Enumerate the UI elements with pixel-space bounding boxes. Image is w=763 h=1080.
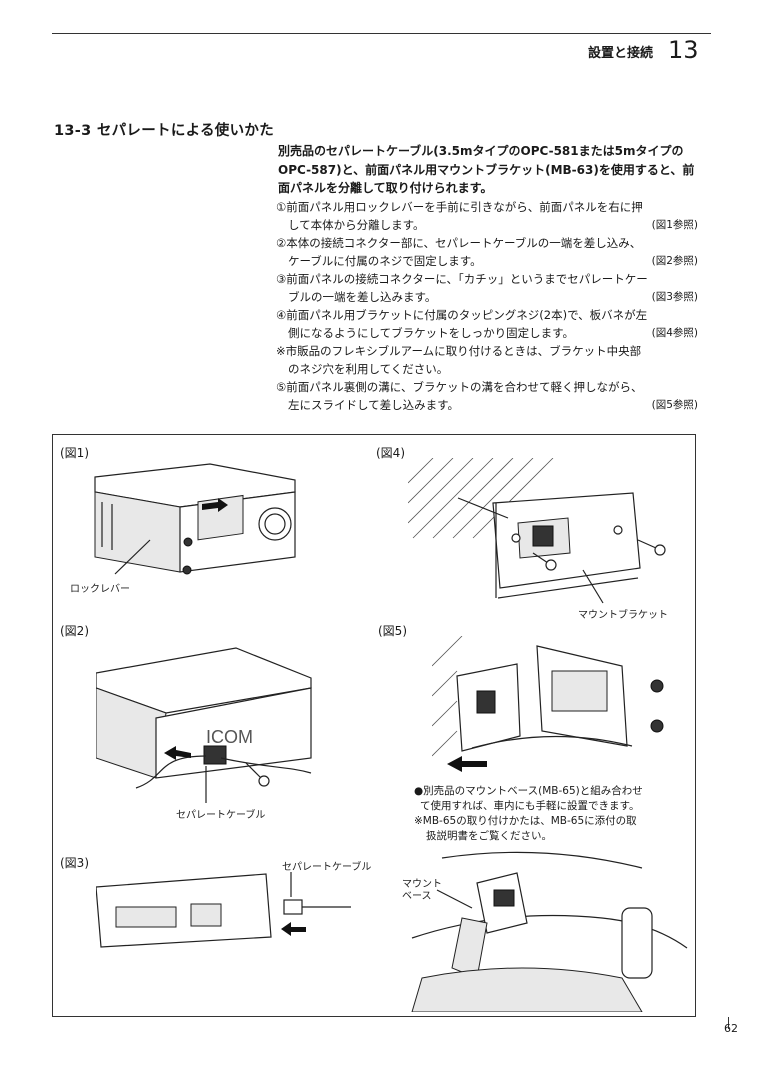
step-note: ※市販品のフレキシブルアームに取り付けるときは、ブラケット中央部 のネジ穴を利用…: [276, 342, 698, 378]
figure-1-illustration: [94, 463, 296, 575]
figure-2-illustration: ICOM: [96, 647, 312, 803]
step-line: のネジ穴を利用してください。: [288, 362, 449, 376]
step-line: ※市販品のフレキシブルアームに取り付けるときは、ブラケット中央部: [276, 344, 642, 358]
figure-2-label: (図2): [60, 624, 89, 638]
fig5-note-line: 扱説明書をご覧ください。: [426, 830, 552, 842]
figure-reference: (図5参照): [651, 399, 698, 411]
fig5-note-line: ●別売品のマウントベース(MB-65)と組み合わせ: [414, 785, 643, 797]
page-number: 62: [724, 1022, 738, 1035]
brand-logo: ICOM: [206, 727, 253, 747]
figure-4-illustration: [408, 458, 666, 604]
mount-base-illustration: [411, 851, 688, 1012]
header-chapter-number: 13: [668, 36, 699, 64]
page-number-rule: [728, 1017, 729, 1029]
step-item: ②本体の接続コネクター部に、セパレートケーブルの一端を差し込み、 ケーブルに付属…: [276, 234, 698, 270]
header-rule: [52, 33, 711, 34]
step-line: ケーブルに付属のネジで固定します。: [288, 254, 482, 268]
figure-reference: (図1参照): [651, 219, 698, 231]
figure-1-label: (図1): [60, 446, 89, 460]
step-line: ①前面パネル用ロックレバーを手前に引きながら、前面パネルを右に押: [276, 200, 643, 214]
step-list: ①前面パネル用ロックレバーを手前に引きながら、前面パネルを右に押 して本体から分…: [276, 198, 698, 414]
mount-base-callout-line1: マウント: [402, 879, 442, 890]
figure-reference: (図3参照): [651, 291, 698, 303]
header-section-name: 設置と接続: [588, 46, 654, 61]
step-line: して本体から分離します。: [288, 218, 425, 232]
step-line: ④前面パネル用ブラケットに付属のタッピングネジ(2本)で、板バネが左: [276, 308, 648, 322]
tapping-screw-icon: [532, 552, 557, 571]
step-line: 左にスライドして差し込みます。: [288, 398, 460, 412]
mount-bracket-callout: マウントブラケット: [578, 610, 668, 621]
step-line: ブルの一端を差し込みます。: [288, 290, 437, 304]
separate-cable-callout: セパレートケーブル: [176, 810, 266, 821]
fig5-note-line: て使用すれば、車内にも手軽に設置できます。: [420, 800, 640, 812]
step-item: ⑤前面パネル裏側の溝に、ブラケットの溝を合わせて軽く押しながら、 左にスライドし…: [276, 378, 698, 414]
step-line: ⑤前面パネル裏側の溝に、ブラケットの溝を合わせて軽く押しながら、: [276, 380, 643, 394]
tapping-screw-icon: [637, 539, 666, 556]
fig5-note-line: ※MB-65の取り付けかたは、MB-65に添付の取: [414, 815, 637, 827]
figure-4-label: (図4): [376, 446, 405, 460]
intro-paragraph: 別売品のセパレートケーブル(3.5mタイプのOPC-581または5mタイプのOP…: [278, 144, 695, 195]
screw-icon: [245, 762, 270, 787]
figure-5-label: (図5): [378, 624, 407, 638]
figure-3-label: (図3): [60, 856, 89, 870]
mount-base-callout-line2: ベース: [402, 891, 432, 902]
lock-lever-callout: ロックレバー: [70, 584, 130, 595]
figure-reference: (図4参照): [651, 327, 698, 339]
step-line: 側になるようにしてブラケットをしっかり固定します。: [288, 326, 575, 340]
step-line: ②本体の接続コネクター部に、セパレートケーブルの一端を差し込み、: [276, 236, 642, 250]
section-title: 13-3 セパレートによる使いかた: [54, 123, 274, 139]
step-line: ③前面パネルの接続コネクターに、「カチッ」というまでセパレートケー: [276, 272, 648, 286]
figure-box: [52, 434, 696, 1017]
step-item: ①前面パネル用ロックレバーを手前に引きながら、前面パネルを右に押 して本体から分…: [276, 198, 698, 234]
cable-connector-icon: [283, 899, 351, 915]
separate-cable-callout-fig3: セパレートケーブル: [282, 862, 372, 873]
figure-3-illustration: [96, 872, 351, 948]
figure-5-illustration: [432, 636, 664, 772]
figure-reference: (図2参照): [651, 255, 698, 267]
step-item: ③前面パネルの接続コネクターに、「カチッ」というまでセパレートケー ブルの一端を…: [276, 270, 698, 306]
step-item: ④前面パネル用ブラケットに付属のタッピングネジ(2本)で、板バネが左 側になるよ…: [276, 306, 698, 342]
